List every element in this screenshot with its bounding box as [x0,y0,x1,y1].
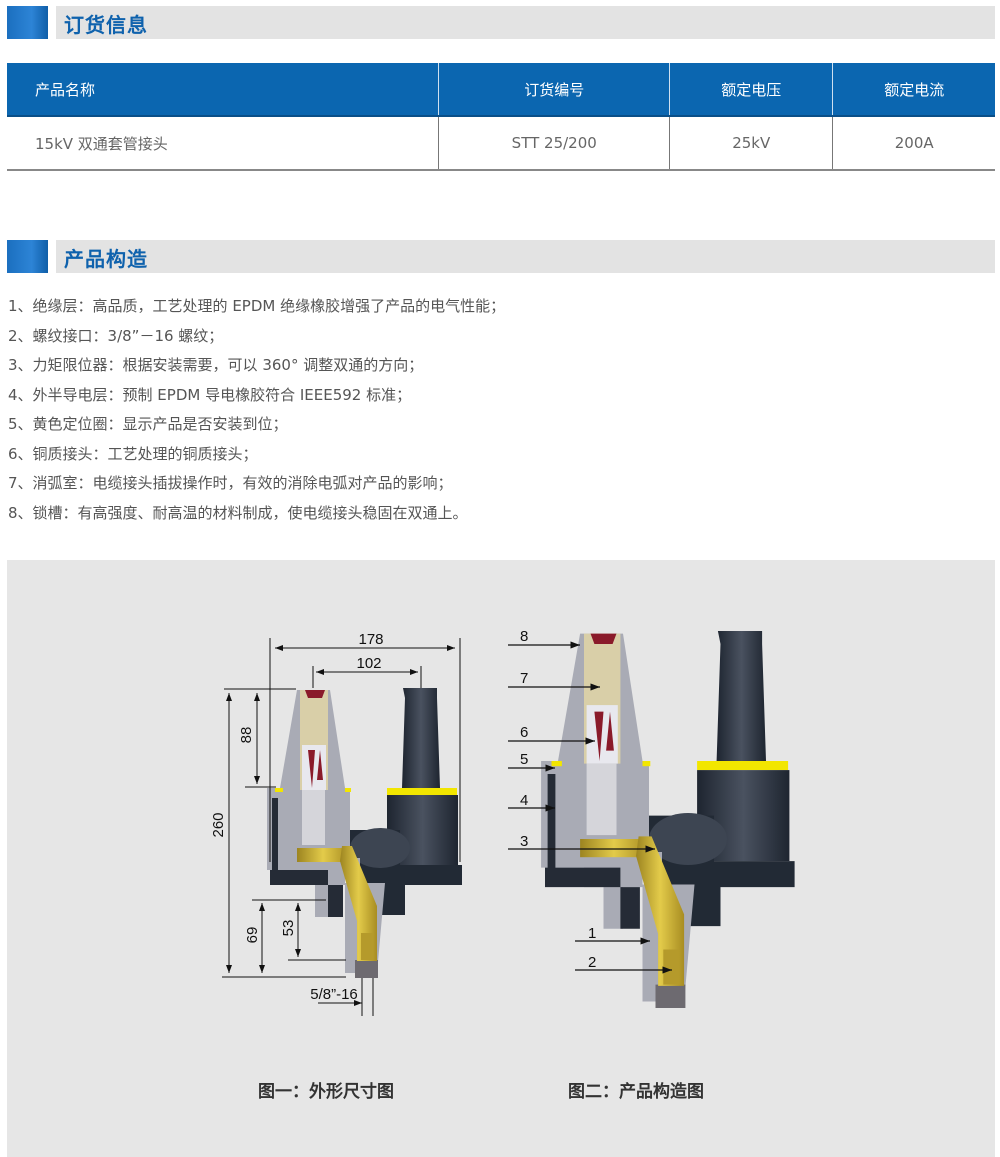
table-cell: STT 25/200 [438,116,671,171]
table-header-row: 产品名称 订货编号 额定电压 额定电流 [7,63,995,117]
column-header: 额定电压 [669,63,834,117]
dim-lower: 69 [244,927,261,944]
callout-label-6: 6 [520,724,528,741]
callout-label-4: 4 [520,792,528,809]
figure2-caption: 图二：产品构造图 [568,1082,704,1102]
dimension-lines [222,638,461,1016]
list-item: 4、外半导电层：预制 EPDM 导电橡胶符合 IEEE592 标准； [8,385,412,404]
column-header: 产品名称 [7,63,440,117]
section-icon [7,240,48,273]
dim-spacing: 102 [356,655,381,672]
table-cell: 25kV [669,116,834,171]
dim-tip: 53 [280,920,297,937]
figure1-caption: 图一：外形尺寸图 [258,1082,394,1102]
callout-label-7: 7 [520,670,528,687]
section-title: 产品构造 [64,247,148,271]
section-bar [56,240,995,273]
list-item: 5、黄色定位圈：显示产品是否安装到位； [8,415,288,433]
callout-arrows [508,641,672,974]
dim-height: 260 [210,812,227,837]
table-cell: 15kV 双通套管接头 [7,116,440,171]
table-row: 15kV 双通套管接头 STT 25/200 25kV 200A [7,116,995,171]
list-item: 8、锁槽：有高强度、耐高温的材料制成，使电缆接头稳固在双通上。 [8,503,468,522]
section-icon [7,6,48,39]
callout-label-8: 8 [520,628,528,645]
figures-panel [7,560,995,1157]
list-item: 2、螺纹接口：3/8”－16 螺纹； [8,326,224,345]
list-item: 3、力矩限位器：根据安装需要，可以 360° 调整双通的方向； [8,356,424,374]
callout-label-1: 1 [588,925,596,942]
section-bar [56,6,995,39]
dim-upper: 88 [238,727,255,744]
structure-section-header: 产品构造 [7,240,995,273]
callout-label-5: 5 [520,751,528,768]
dim-total-width: 178 [358,631,383,648]
ordering-table: 产品名称 订货编号 额定电压 额定电流 15kV 双通套管接头 STT 25/2… [7,63,995,171]
section-title: 订货信息 [64,13,148,37]
dim-thread: 5/8”-16 [310,986,358,1003]
structure-list: 1、绝缘层：高品质，工艺处理的 EPDM 绝缘橡胶增强了产品的电气性能； 2、螺… [8,292,505,528]
list-item: 6、铜质接头：工艺处理的铜质接头； [8,444,258,463]
column-header: 订货编号 [438,63,671,117]
table-cell: 200A [832,116,995,171]
callout-label-2: 2 [588,954,596,971]
callout-label-3: 3 [520,833,528,850]
ordering-section-header: 订货信息 [7,6,995,39]
list-item: 1、绝缘层：高品质，工艺处理的 EPDM 绝缘橡胶增强了产品的电气性能； [8,297,506,315]
list-item: 7、消弧室：电缆接头插拔操作时，有效的消除电弧对产品的影响； [8,474,453,492]
column-header: 额定电流 [832,63,995,117]
